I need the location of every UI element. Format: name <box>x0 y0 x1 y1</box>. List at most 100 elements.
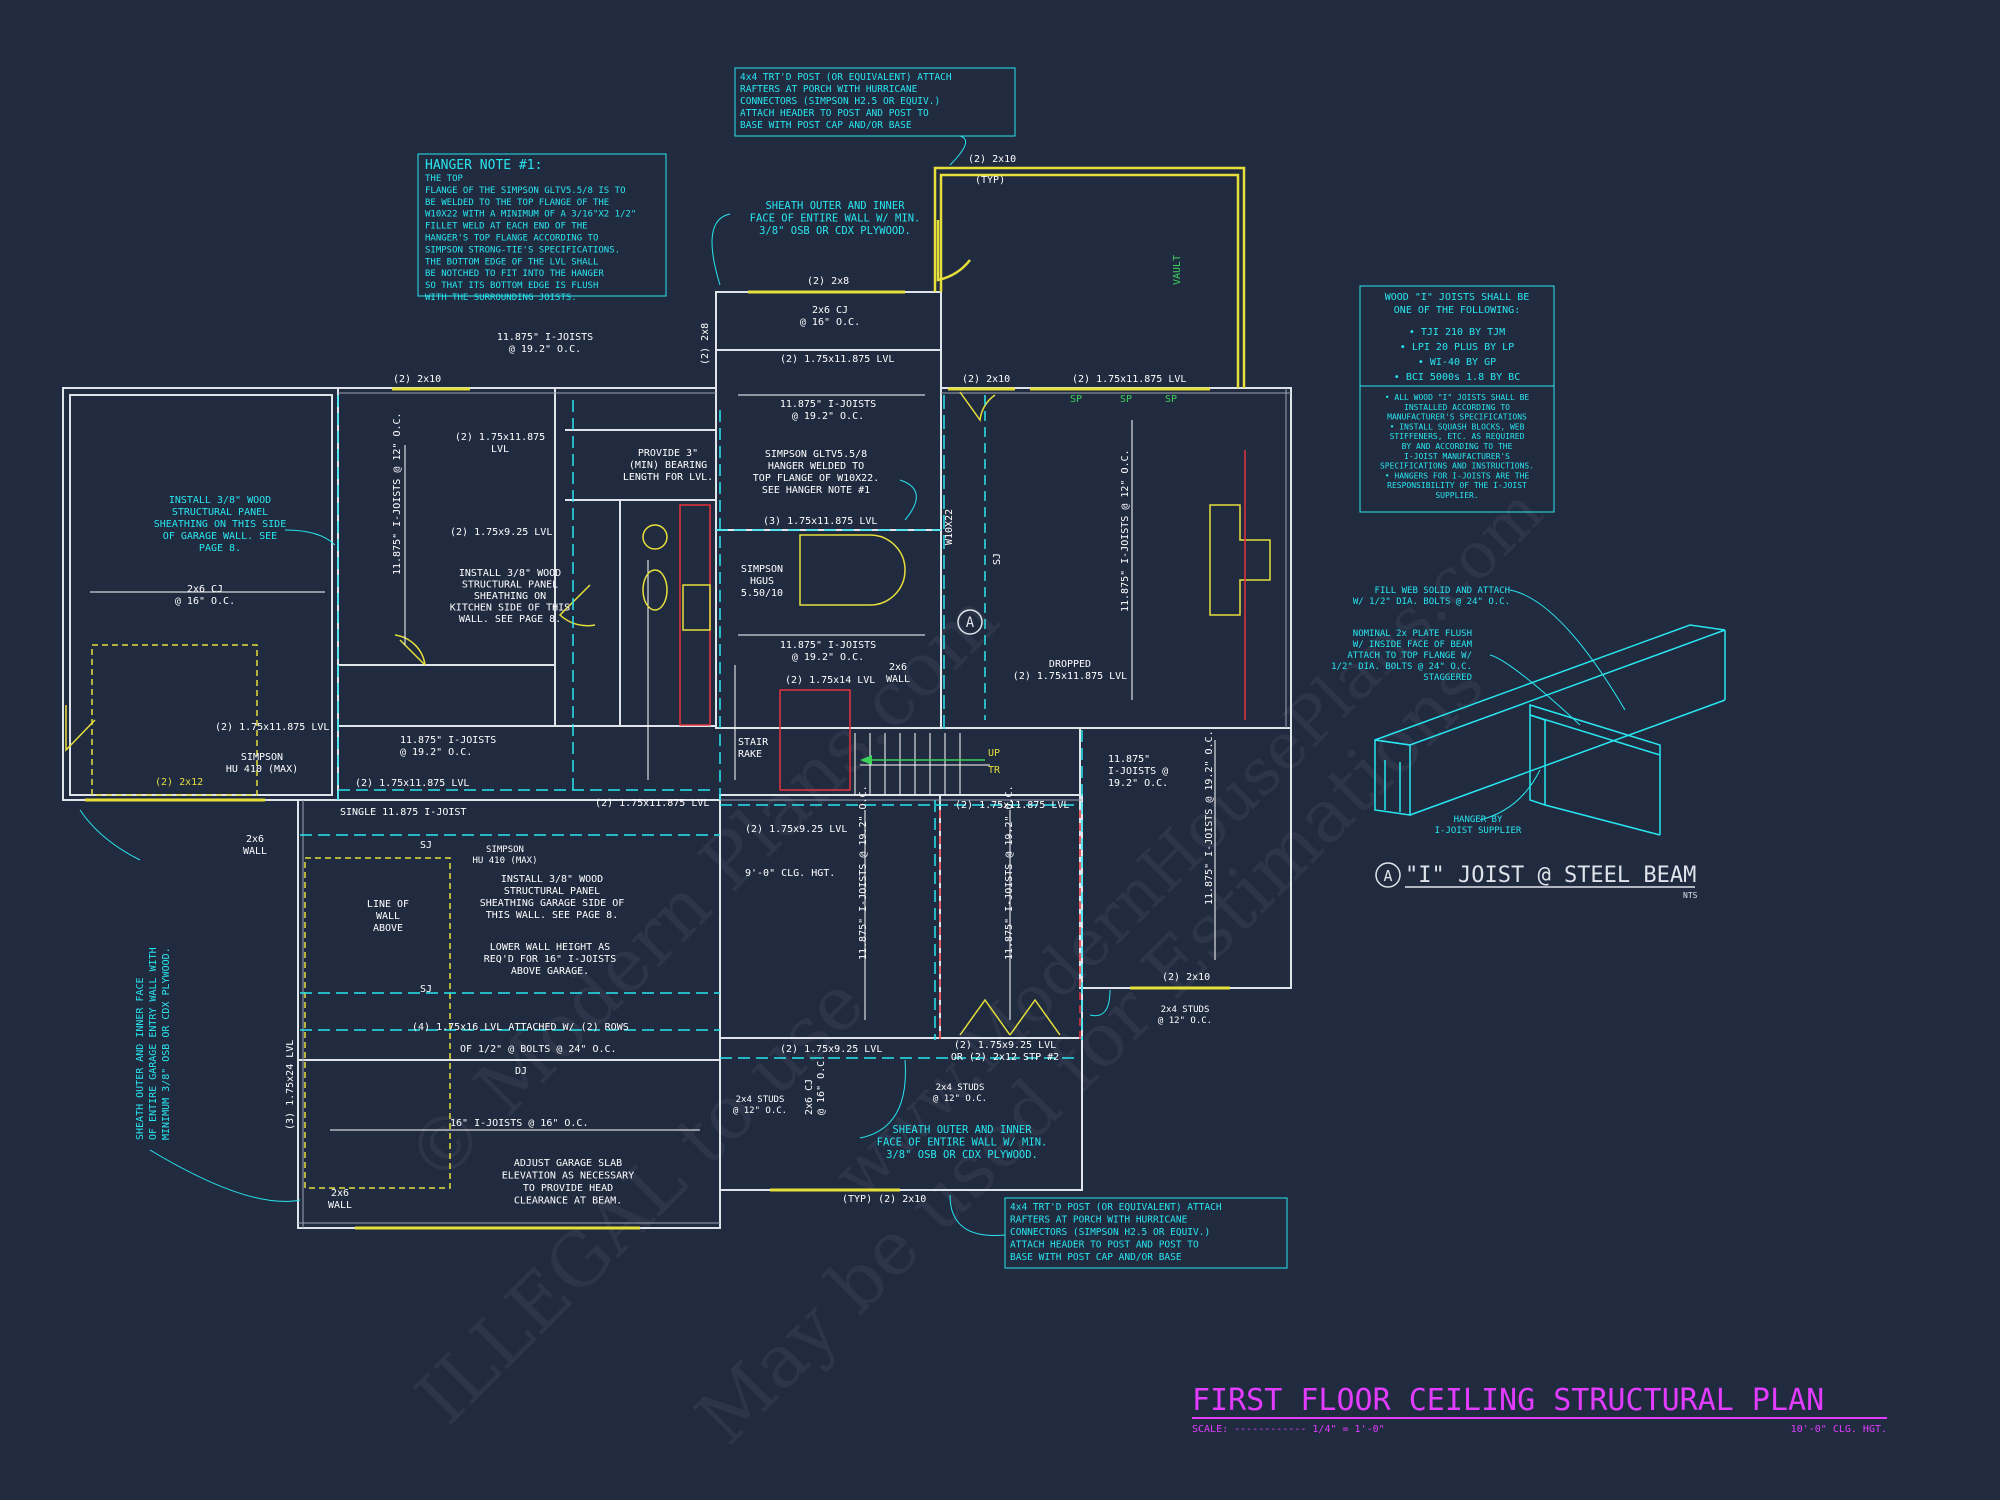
joist-box-notes-line: SPECIFICATIONS AND INSTRUCTIONS. <box>1380 462 1534 471</box>
cj-2x6: 2x6 CJ@ 16" O.C. <box>800 305 860 328</box>
ijoist-top-line: 11.875" I-JOISTS <box>780 399 876 410</box>
section-marker-a <box>957 609 983 635</box>
sheath-bottom-note-line: 3/8" OSB OR CDX PLYWOOD. <box>886 1149 1038 1161</box>
studs-right-line: @ 12" O.C. <box>1158 1016 1212 1026</box>
line-of-wall-above <box>304 857 451 1189</box>
joist-box <box>1359 285 1555 513</box>
wall-2x6-garage-line: 2x6 <box>331 1188 349 1199</box>
lvl-right-label: (2) 1.75x11.875 LVL <box>1072 374 1186 385</box>
lvl-a-label-line: LVL <box>491 444 509 455</box>
ijoist-right-b-line: 11.875" <box>1108 754 1150 765</box>
lvl-d-label: (2) 1.75x9.25 LVL <box>745 824 847 835</box>
garage-left-inner <box>69 394 333 796</box>
lower-wall-note-line: ABOVE GARAGE. <box>511 966 589 977</box>
wall-2x6-garage-line: WALL <box>328 1200 352 1211</box>
sheath-bottom-note-line: SHEATH OUTER AND INNER <box>892 1124 1032 1136</box>
ijoist-192-a-line: @ 19.2" O.C. <box>509 344 581 355</box>
lower-wall-note-line: LOWER WALL HEIGHT AS <box>490 942 610 953</box>
bearing-note-line: PROVIDE 3" <box>638 448 698 459</box>
post-note-top-line: RAFTERS AT PORCH WITH HURRICANE <box>740 84 918 95</box>
cj-2x6-line: 2x6 CJ <box>812 305 848 316</box>
garage-sheathing-note-line: STRUCTURAL PANEL <box>172 507 268 518</box>
gltv-note-line: TOP FLANGE OF W10X22. <box>753 473 879 484</box>
fireplace <box>1209 504 1271 616</box>
bearing-note-line: (MIN) BEARING <box>629 460 707 471</box>
stair-treads <box>854 733 961 795</box>
studs-a-line: @ 12" O.C. <box>933 1094 987 1104</box>
post-note-top-box <box>734 67 1016 137</box>
porch-door-swing <box>936 220 971 282</box>
plan-title: FIRST FLOOR CEILING STRUCTURAL PLAN <box>1192 1383 1824 1418</box>
door-swing-c <box>959 998 1061 1036</box>
dropped-label-line: (2) 1.75x11.875 LVL <box>1013 671 1127 682</box>
rows-label: (4) 1.75x16 LVL ATTACHED W/ (2) ROWS <box>412 1022 629 1033</box>
bolts-label: OF 1/2" @ BOLTS @ 24" O.C. <box>460 1044 617 1055</box>
ijoist-top-line: @ 19.2" O.C. <box>792 411 864 422</box>
ijoist-top: 11.875" I-JOISTS@ 19.2" O.C. <box>780 399 876 422</box>
sheath-top-note-line: FACE OF ENTIRE WALL W/ MIN. <box>750 213 921 225</box>
island <box>799 534 906 606</box>
post-note-top-line: 4x4 TRT'D POST (OR EQUIVALENT) ATTACH <box>740 72 952 83</box>
sp-label-3: SP <box>1165 394 1177 405</box>
hanger-note-text-line: BE WELDED TO THE TOP FLANGE OF THE <box>425 198 609 208</box>
detail-note-plate-line: W/ INSIDE FACE OF BEAM <box>1353 640 1473 650</box>
wall-hatch <box>298 388 1291 1228</box>
steel-beam-line <box>1409 699 1726 816</box>
sheath-top-note-line: 3/8" OSB OR CDX PLYWOOD. <box>759 225 911 237</box>
door-swing-b <box>558 584 596 627</box>
simpson-hu-label-line: SIMPSON <box>241 752 283 763</box>
line-of-wall-line: ABOVE <box>373 923 403 934</box>
sj-label-garage-2: SJ <box>420 984 432 995</box>
garage-sheath-note-line: STRUCTURAL PANEL <box>504 886 600 897</box>
leader <box>949 135 967 166</box>
detail-note-plate-line: NOMINAL 2x PLATE FLUSH <box>1353 629 1472 639</box>
ijoist-bottom <box>1544 804 1661 836</box>
hgus-label-line: SIMPSON <box>741 564 783 575</box>
porch-header-label: (2) 2x10 <box>968 154 1016 165</box>
garage-door-frame <box>91 644 258 796</box>
door-swing-a <box>394 634 426 666</box>
sheath-top-note-line: SHEATH OUTER AND INNER <box>765 200 905 212</box>
hanger-note-text-line: W10X22 WITH A MINIMUM OF A 3/16"X2 1/2" <box>425 210 636 220</box>
clg-hgt-label: 9'-0" CLG. HGT. <box>745 868 835 879</box>
gltv-note-line: HANGER WELDED TO <box>768 461 864 472</box>
lvl-b-label: (2) 1.75x11.875 LVL <box>355 778 469 789</box>
studs-b-line: @ 12" O.C. <box>733 1106 787 1116</box>
porch-outline <box>933 166 1246 388</box>
labels: HANGER NOTE #1: (2) 2x10 (TYP) VAULT (2)… <box>155 154 1215 1205</box>
cj-garage-line: @ 16" O.C. <box>816 1055 827 1115</box>
ijoist-right-b: 11.875"I-JOISTS @19.2" O.C. <box>1108 754 1168 789</box>
lvl-925-label: (2) 1.75x9.25 LVL <box>450 527 552 538</box>
leaders <box>79 135 1626 1236</box>
hanger-note-text-line: SO THAT ITS BOTTOM EDGE IS FLUSH <box>425 281 598 291</box>
sj-label-vertical: SJ <box>992 553 1003 565</box>
garage-cj-label-line: @ 16" O.C. <box>175 596 235 607</box>
joist-box-heading-line: WOOD "I" JOISTS SHALL BE <box>1385 292 1530 303</box>
vertical-sheath-note-line: SHEATH OUTER AND INNER FACE <box>135 977 146 1140</box>
leader <box>1479 769 1541 821</box>
detail-note-plate-line: 1/2" DIA. BOLTS @ 24" O.C. <box>1331 662 1472 672</box>
garage-sheathing-note-line: PAGE 8. <box>199 543 241 554</box>
ijoist-right-label: 11.875" I-JOISTS @ 12" O.C. <box>1120 449 1131 612</box>
lower-wall-note-line: REQ'D FOR 16" I-JOISTS <box>484 954 616 965</box>
span-arrows <box>90 394 1216 1131</box>
post-note-bottom-line: 4x4 TRT'D POST (OR EQUIVALENT) ATTACH <box>1010 1202 1222 1213</box>
plan-ceiling-height: 10'-0" CLG. HGT. <box>1791 1424 1887 1435</box>
joist-box-products-line: • WI-40 BY GP <box>1418 357 1496 368</box>
ijoist-mid: 11.875" I-JOISTS@ 19.2" O.C. <box>780 640 876 663</box>
